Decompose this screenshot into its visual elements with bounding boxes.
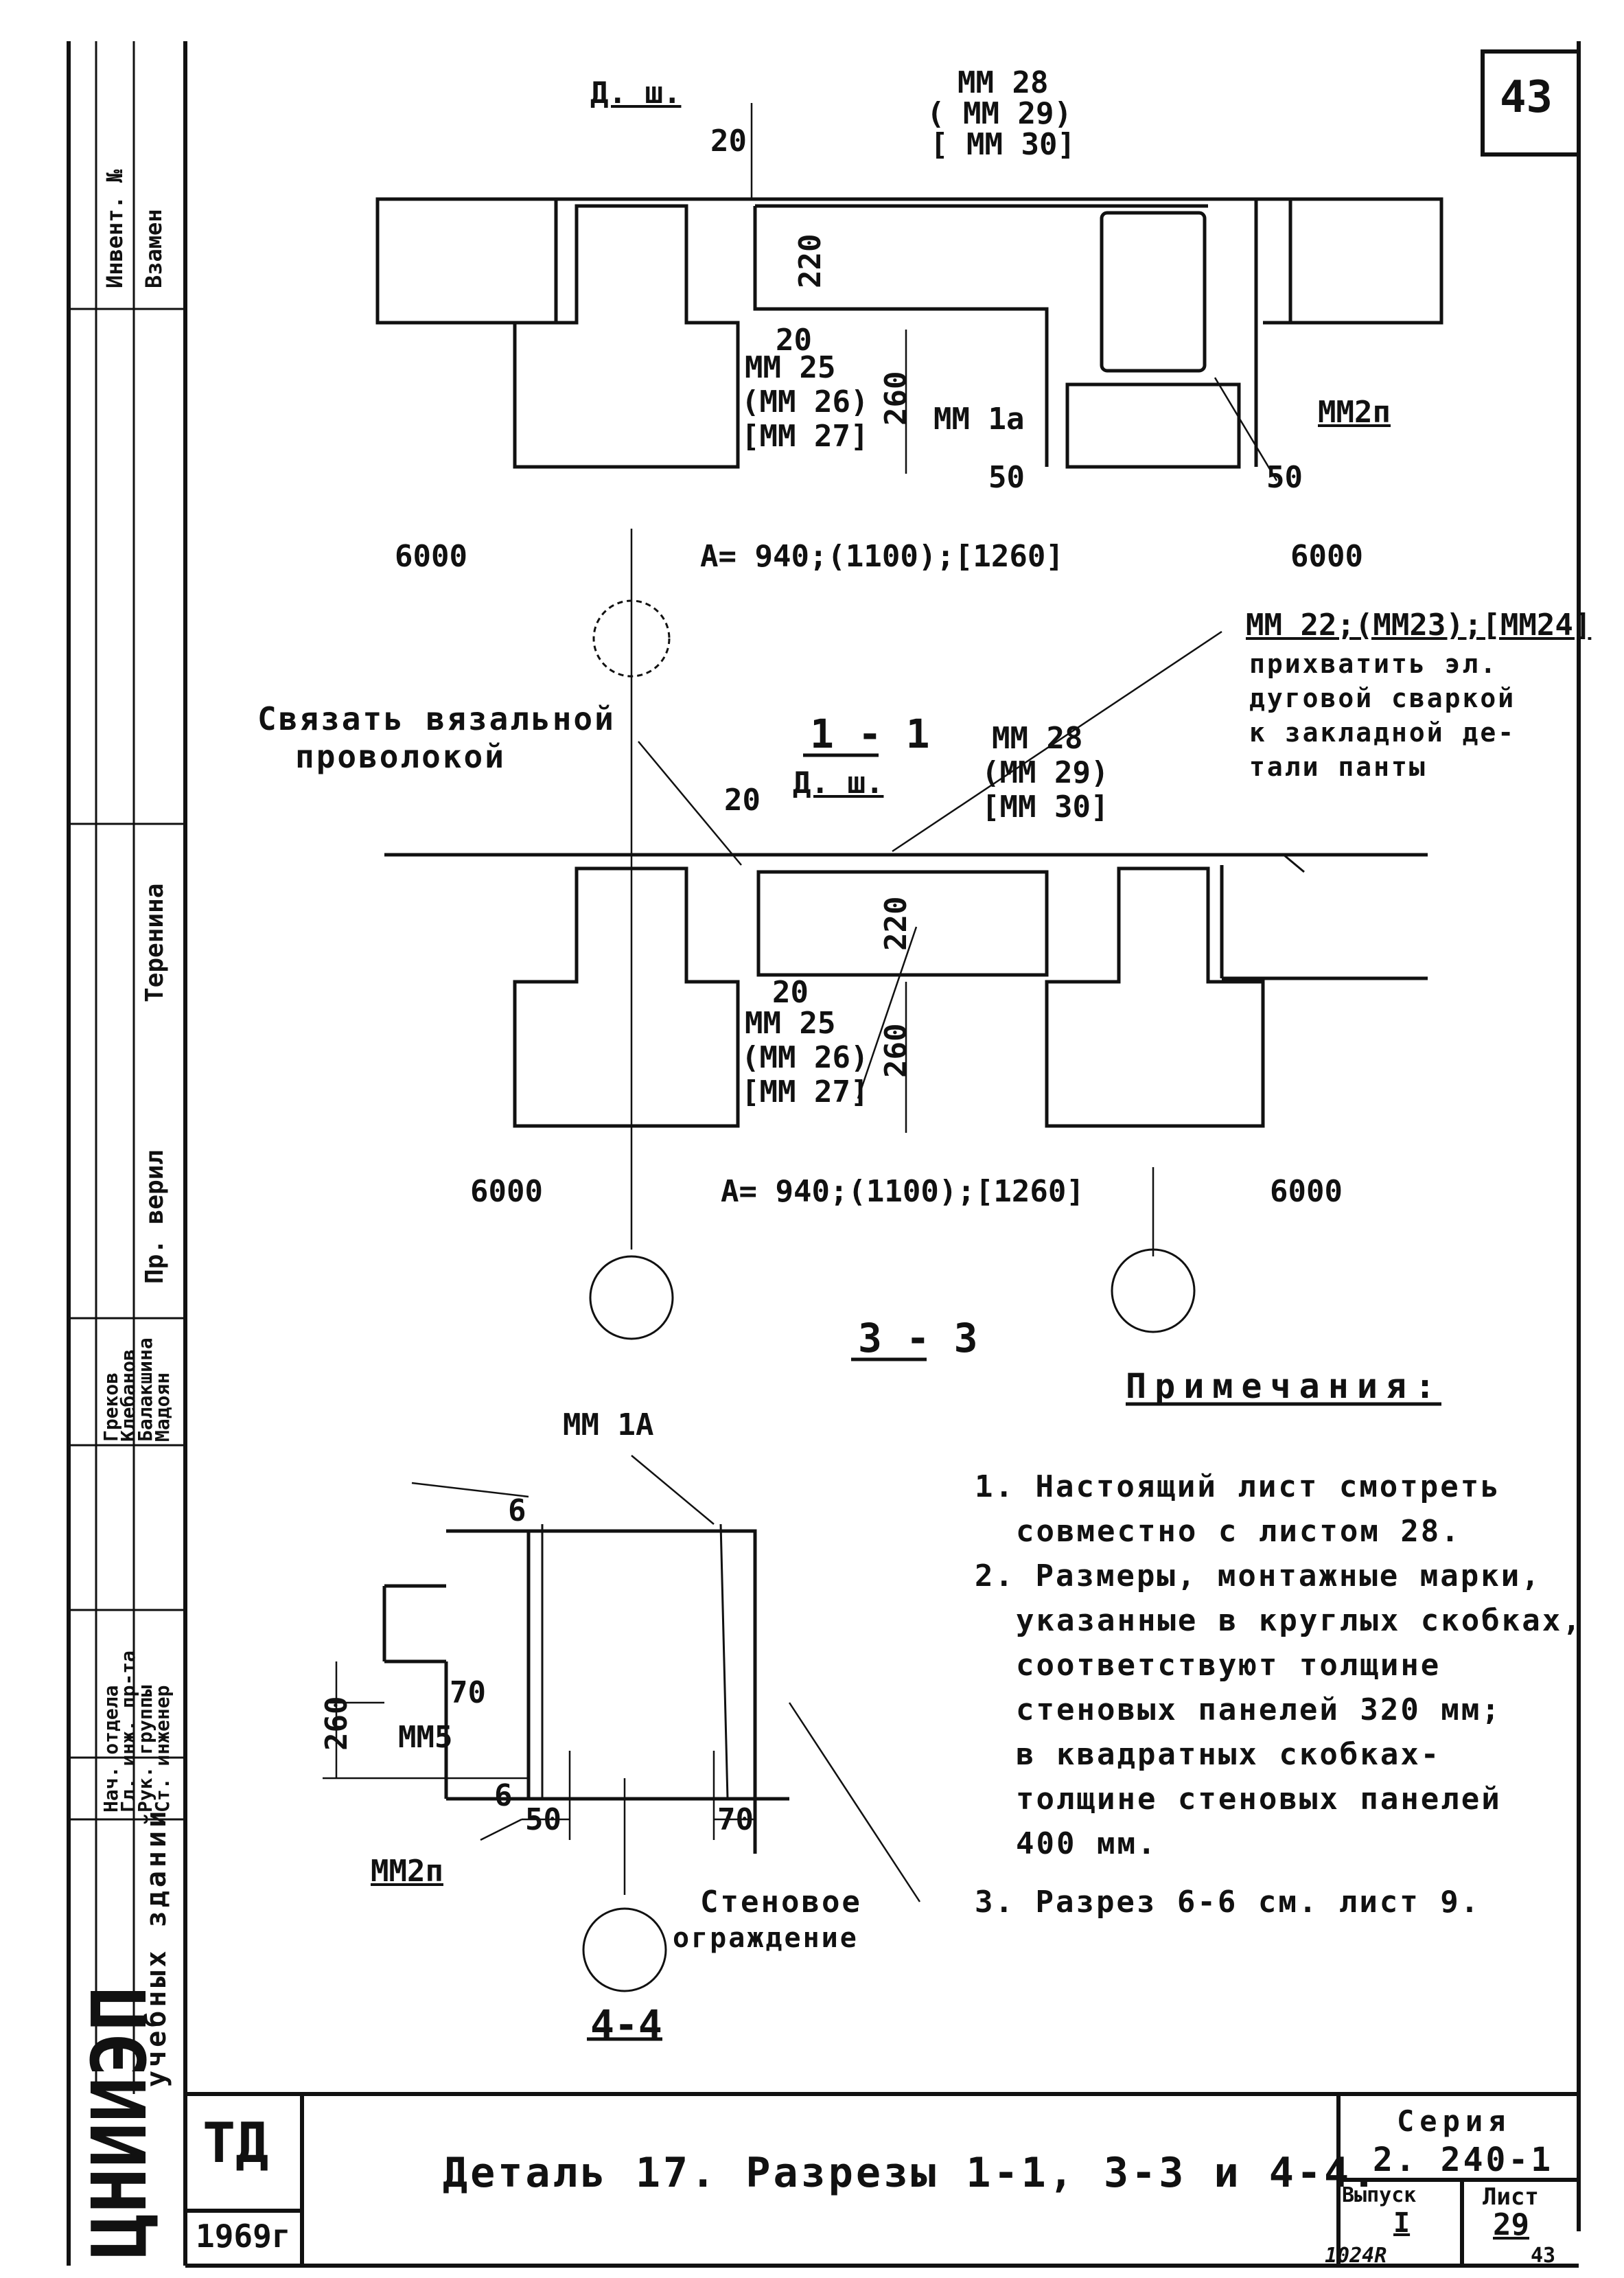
notes-heading: Примечания:: [1126, 1366, 1444, 1406]
note-line-7: в квадратных скобках-: [1016, 1737, 1441, 1772]
title-block-code: ТД: [202, 2111, 269, 2175]
inventory-label: Инвент. №: [102, 169, 128, 288]
section-11-center-span: А= 940;(1100);[1260]: [721, 1174, 1084, 1209]
top-dim-50a: 50: [988, 460, 1025, 495]
mm22-label: ММ 22;(ММ23);[ММ24]: [1246, 608, 1592, 643]
mm22-note-1: прихватить эл.: [1249, 649, 1498, 679]
note-line-8: толщине стеновых панелей: [1016, 1782, 1502, 1817]
section-33-dim-50: 50: [525, 1802, 561, 1837]
series-label: Серия: [1397, 2104, 1511, 2138]
section-33-dim-70b: 70: [717, 1802, 754, 1837]
section-33-geometry: [382, 1523, 789, 1854]
top-right-span: 6000: [1290, 539, 1363, 574]
section-11-title: 1 - 1: [810, 711, 930, 757]
section-11-mm30: [ММ 30]: [982, 790, 1109, 825]
note-line-5: соответствуют толщине: [1016, 1648, 1441, 1683]
mm22-note-4: тали панты: [1249, 752, 1427, 782]
section-11-right-span: 6000: [1270, 1174, 1343, 1209]
section-11-geometry: [384, 853, 1428, 1128]
section-11-mm26: (ММ 26): [741, 1040, 869, 1075]
section-11-mm29: (ММ 29): [982, 755, 1109, 790]
note-line-4: указанные в круглых скобках,: [1016, 1603, 1583, 1638]
top-mm29: ( ММ 29): [927, 96, 1072, 131]
top-dsh-label: Д. ш.: [590, 76, 682, 111]
checker-name: Теренина: [141, 883, 169, 1002]
section-11-left-span: 6000: [470, 1174, 543, 1209]
section-11-dim-20b: 20: [772, 975, 809, 1010]
mm22-note-3: к закладной де-: [1249, 717, 1516, 748]
sheet-label: Лист: [1483, 2183, 1539, 2211]
section-11-dim-20: 20: [724, 783, 761, 818]
sheet-number: 43: [1500, 72, 1553, 123]
series-value: 2. 240-1: [1373, 2141, 1554, 2179]
note-line-9: 400 мм.: [1016, 1826, 1158, 1861]
note-line-2: совместно с листом 28.: [1016, 1514, 1461, 1549]
top-mm2p: ММ2п: [1318, 395, 1391, 430]
tie-note-2: проволокой: [295, 738, 506, 775]
drawing-title: Деталь 17. Разрезы 1-1, 3-3 и 4-4.: [443, 2149, 1380, 2197]
top-center-span: А= 940;(1100);[1260]: [700, 539, 1064, 574]
wall-label-2: ограждение: [673, 1922, 859, 1954]
title-block-year: 1969г: [196, 2218, 291, 2255]
section-33-mm5: ММ5: [398, 1720, 453, 1755]
section-11-mm25: ММ 25: [745, 1006, 836, 1041]
section-44-title: 4-4: [590, 2001, 662, 2048]
top-mm28: ММ 28: [958, 65, 1049, 100]
section-11-mm27: [ММ 27]: [741, 1074, 869, 1109]
top-dim-50b: 50: [1266, 460, 1303, 495]
top-mm30: [ ММ 30]: [930, 127, 1076, 162]
section-33-mm1a: ММ 1А: [563, 1407, 654, 1442]
bottom-stamp-left: 1024R: [1325, 2244, 1387, 2268]
issue-label: Выпуск: [1342, 2183, 1417, 2207]
section-33-dim-6a: 6: [508, 1493, 526, 1528]
top-dim-20b: 20: [776, 323, 812, 358]
section-33-dim-70a: 70: [450, 1675, 486, 1710]
mm22-note-2: дуговой сваркой: [1249, 683, 1516, 713]
top-mm26: (ММ 26): [741, 384, 869, 419]
top-dim-220: 220: [793, 233, 828, 288]
name-4: Мадоян: [151, 1372, 174, 1442]
tie-note-1: Связать вязальной: [257, 700, 616, 737]
section-11-dim-260: 260: [879, 1023, 914, 1078]
top-dim-260: 260: [879, 371, 914, 426]
note-line-1: 1. Настоящий лист смотреть: [975, 1469, 1501, 1504]
note-line-6: стеновых панелей 320 мм;: [1016, 1692, 1502, 1727]
note-line-10: 3. Разрез 6-6 см. лист 9.: [975, 1885, 1481, 1920]
vzamen-label: Взамен: [141, 209, 167, 288]
section-33-title: 3 - 3: [858, 1315, 978, 1361]
section-33-dim-260: 260: [319, 1696, 354, 1751]
top-mm1a: ММ 1а: [933, 402, 1025, 437]
top-dim-20a: 20: [710, 124, 747, 159]
wall-label-1: Стеновое: [700, 1885, 862, 1920]
org-subtitle: учебных зданий: [141, 1807, 172, 2087]
top-mm27: [ММ 27]: [741, 419, 869, 454]
sheet-value: 29: [1493, 2207, 1529, 2242]
section-33-mm2p: ММ2п: [371, 1854, 443, 1889]
role-4: Ст. инженер: [151, 1685, 174, 1813]
top-section-geometry: [375, 197, 1443, 469]
note-line-3: 2. Размеры, монтажные марки,: [975, 1558, 1542, 1594]
top-mm25: ММ 25: [745, 350, 836, 385]
top-left-span: 6000: [395, 539, 467, 574]
checker-label: Пр. верил: [141, 1149, 169, 1284]
section-11-mm28: ММ 28: [992, 721, 1083, 756]
section-11-dim-220: 220: [879, 896, 914, 951]
bottom-stamp-right: 43: [1531, 2244, 1556, 2268]
section-11-dsh: Д. ш.: [793, 766, 884, 801]
section-33-dim-6b: 6: [494, 1778, 513, 1813]
issue-value: I: [1393, 2207, 1411, 2239]
